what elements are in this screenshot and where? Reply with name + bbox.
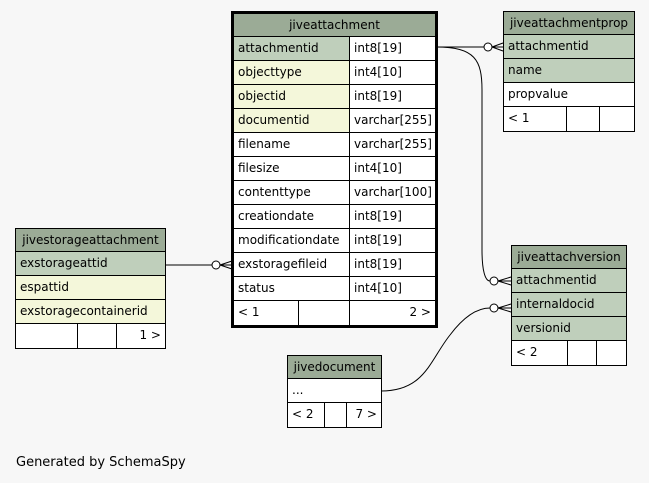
table-row: name (504, 59, 634, 83)
table-row: versionid (512, 317, 626, 341)
children-count[interactable] (599, 107, 634, 131)
column-name: espattid (16, 276, 165, 299)
crowfoot-circle-storage (211, 260, 221, 270)
parents-count[interactable] (16, 324, 77, 348)
column-name: exstoragefileid (234, 253, 349, 276)
table-row: documentid varchar[255] (234, 109, 435, 133)
column-type: int4[10] (349, 157, 435, 180)
crowfoot-prop (491, 42, 504, 52)
crowfoot-document (497, 303, 512, 313)
table-title: jivestorageattachment (16, 229, 165, 252)
crowfoot-circle-document (489, 303, 499, 313)
crowfoot-circle-prop (483, 42, 493, 52)
column-name: filename (234, 133, 349, 156)
table-row: status int4[10] (234, 277, 435, 301)
table-row: contenttype varchar[100] (234, 181, 435, 205)
column-name: objectid (234, 85, 349, 108)
column-type: varchar[100] (349, 181, 435, 204)
footer-spacer (567, 341, 596, 365)
table-jivedocument[interactable]: jivedocument ... < 2 7 > (287, 355, 382, 428)
footer-spacer (77, 324, 116, 348)
crowfoot-circle-version (489, 276, 499, 286)
table-title: jivedocument (288, 356, 381, 379)
crowfoot-storage (219, 260, 233, 270)
table-title: jiveattachment (234, 14, 435, 37)
column-name: exstorageattid (16, 252, 165, 275)
column-name: name (504, 59, 634, 82)
column-name: filesize (234, 157, 349, 180)
children-count[interactable]: 1 > (116, 324, 165, 348)
table-row: objectid int8[19] (234, 85, 435, 109)
table-footer: < 2 (512, 341, 626, 365)
table-jiveattachmentprop[interactable]: jiveattachmentprop attachmentid name pro… (503, 11, 635, 132)
table-row: internaldocid (512, 293, 626, 317)
table-row: filename varchar[255] (234, 133, 435, 157)
column-name: propvalue (504, 83, 634, 106)
column-name: versionid (512, 317, 626, 340)
parents-count[interactable]: < 1 (234, 301, 298, 325)
column-name: ... (288, 379, 381, 402)
table-row: propvalue (504, 83, 634, 107)
column-type: varchar[255] (349, 133, 435, 156)
column-name: internaldocid (512, 293, 626, 316)
column-name: creationdate (234, 205, 349, 228)
column-name: objecttype (234, 61, 349, 84)
parents-count[interactable]: < 2 (512, 341, 567, 365)
column-type: int8[19] (349, 85, 435, 108)
table-row: exstoragefileid int8[19] (234, 253, 435, 277)
parents-count[interactable]: < 2 (288, 403, 324, 427)
table-row: creationdate int8[19] (234, 205, 435, 229)
table-title: jiveattachversion (512, 246, 626, 269)
footer-spacer (298, 301, 349, 325)
parents-count[interactable]: < 1 (504, 107, 566, 131)
table-footer: < 1 (504, 107, 634, 131)
column-name: attachmentid (512, 269, 626, 292)
table-title: jiveattachmentprop (504, 12, 634, 35)
column-type: int4[10] (349, 277, 435, 300)
column-type: int8[19] (349, 205, 435, 228)
generator-credit: Generated by SchemaSpy (16, 455, 186, 470)
column-type: int8[19] (349, 37, 435, 60)
table-row: filesize int4[10] (234, 157, 435, 181)
table-row: attachmentid (504, 35, 634, 59)
table-footer: < 2 7 > (288, 403, 381, 427)
table-row: attachmentid (512, 269, 626, 293)
column-name: attachmentid (504, 35, 634, 58)
table-row: objecttype int4[10] (234, 61, 435, 85)
table-jivestorageattachment[interactable]: jivestorageattachment exstorageattid esp… (15, 228, 166, 349)
link-attachment-version (435, 46, 491, 282)
column-type: int8[19] (349, 253, 435, 276)
children-count[interactable]: 2 > (349, 301, 435, 325)
table-jiveattachversion[interactable]: jiveattachversion attachmentid internald… (511, 245, 627, 366)
children-count[interactable]: 7 > (346, 403, 381, 427)
column-name: status (234, 277, 349, 300)
table-row: attachmentid int8[19] (234, 37, 435, 61)
column-name: contenttype (234, 181, 349, 204)
column-name: exstoragecontainerid (16, 300, 165, 323)
column-name: modificationdate (234, 229, 349, 252)
table-row: espattid (16, 276, 165, 300)
column-name: attachmentid (234, 37, 349, 60)
table-footer: 1 > (16, 324, 165, 348)
table-row: modificationdate int8[19] (234, 229, 435, 253)
column-type: varchar[255] (349, 109, 435, 132)
table-jiveattachment[interactable]: jiveattachment attachmentid int8[19] obj… (231, 11, 438, 328)
footer-spacer (324, 403, 346, 427)
table-footer: < 1 2 > (234, 301, 435, 325)
children-count[interactable] (596, 341, 626, 365)
table-row: exstoragecontainerid (16, 300, 165, 324)
column-type: int8[19] (349, 229, 435, 252)
footer-spacer (566, 107, 599, 131)
column-type: int4[10] (349, 61, 435, 84)
table-row: ... (288, 379, 381, 403)
column-name: documentid (234, 109, 349, 132)
link-document-version (380, 307, 491, 392)
table-row: exstorageattid (16, 252, 165, 276)
crowfoot-version (497, 276, 512, 286)
